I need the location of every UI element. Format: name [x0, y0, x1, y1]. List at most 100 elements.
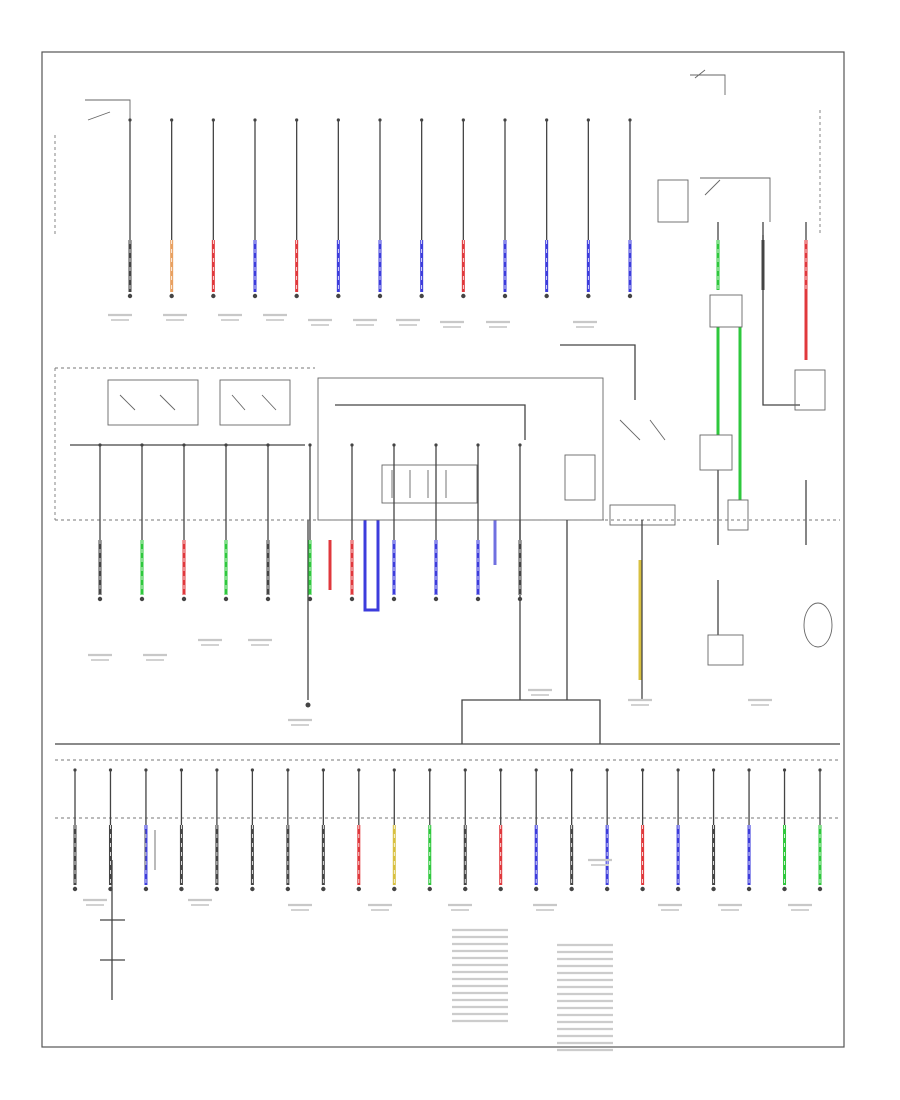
- bottom-circuit-terminal-17: [640, 886, 645, 892]
- top-circuit-node-2: [170, 118, 174, 122]
- top-circuit-group: [127, 118, 808, 708]
- bottom-circuit-terminal-9: [356, 886, 362, 892]
- bottom-circuit-terminal-6: [250, 886, 255, 892]
- lower-circuit-terminal-2: [139, 596, 145, 602]
- top-circuit-node-6: [336, 118, 340, 122]
- top-circuit-terminal-3: [211, 293, 216, 299]
- bottom-circuit-node-18: [676, 768, 680, 772]
- top-bus-line: [54, 110, 821, 235]
- center-right-module: [564, 454, 596, 501]
- bottom-circuit-node-20: [747, 768, 751, 772]
- lower-circuit-terminal-5: [265, 596, 271, 602]
- bottom-circuit-node-2: [108, 768, 113, 772]
- lower-circuit-node-7: [350, 443, 354, 447]
- bottom-circuit-terminal-21: [782, 886, 787, 892]
- bottom-circuit-node-22: [818, 768, 822, 772]
- right-relay-lower: [794, 369, 826, 411]
- bottom-circuit-node-5: [215, 768, 219, 772]
- lower-circuit-terminal-1: [97, 596, 103, 602]
- bottom-circuit-terminal-8: [321, 886, 326, 892]
- connector-right-oval: [803, 602, 833, 648]
- ignition-switch-top: [690, 69, 726, 95]
- relay-coil-right: [709, 294, 743, 328]
- bottom-circuit-terminal-4: [179, 886, 184, 892]
- relay-box-right-top: [657, 179, 689, 223]
- bottom-circuit-terminal-1: [72, 886, 78, 892]
- top-circuit-terminal-7: [377, 293, 383, 299]
- center-right-feed: [560, 344, 636, 400]
- bottom-circuit-node-12: [463, 768, 467, 772]
- lower-circuit-node-4: [224, 443, 228, 447]
- bottom-circuit-node-7: [286, 768, 290, 772]
- bottom-circuit-terminal-15: [569, 886, 574, 892]
- top-circuit-terminal-13: [627, 293, 633, 299]
- bottom-circuit-group: [72, 768, 823, 892]
- top-circuit-node-9: [461, 118, 465, 122]
- lower-circuit-terminal-9: [433, 596, 439, 602]
- lower-circuit-node-9: [434, 443, 438, 447]
- top-circuit-terminal-2: [169, 293, 174, 299]
- relay-pair-contacts: [619, 419, 666, 441]
- right-feed-wire: [762, 235, 800, 406]
- bottom-circuit-node-17: [641, 768, 645, 772]
- center-module-pins: [391, 470, 447, 498]
- top-circuit-node-13: [628, 118, 632, 122]
- bottom-circuit-terminal-13: [498, 886, 503, 892]
- top-circuit-terminal-4: [252, 293, 258, 299]
- lower-circuit-terminal-3: [181, 596, 187, 602]
- lower-circuit-node-3: [182, 443, 186, 447]
- bottom-circuit-node-16: [605, 768, 609, 772]
- lower-circuit-node-6: [308, 443, 312, 447]
- bottom-circuit-terminal-12: [463, 886, 468, 892]
- top-circuit-node-12: [586, 118, 590, 122]
- lower-circuit-node-1: [98, 443, 102, 447]
- bottom-circuit-node-15: [570, 768, 574, 772]
- lower-circuit-node-10: [476, 443, 480, 447]
- bottom-left-fuse: [144, 830, 156, 870]
- bottom-circuit-terminal-20: [746, 886, 752, 892]
- top-circuit-node-3: [211, 118, 215, 122]
- center-feed-to-bus: [461, 520, 601, 744]
- bottom-circuit-terminal-10: [392, 886, 397, 892]
- center-blue-loop: [363, 520, 380, 612]
- module-right-middle: [699, 434, 733, 471]
- module-right-lower: [727, 499, 749, 531]
- bottom-circuit-node-8: [321, 768, 325, 772]
- top-circuit-node-8: [420, 118, 424, 122]
- bottom-circuit-node-9: [357, 768, 361, 772]
- junction-block-center: [317, 377, 604, 521]
- top-circuit-node-11: [545, 118, 549, 122]
- top-left-fusible-link: [85, 99, 131, 121]
- text-labels: [83, 313, 812, 1052]
- top-circuit-terminal-11: [544, 293, 549, 299]
- top-circuit-node-10: [503, 118, 507, 122]
- bottom-circuit-terminal-5: [214, 886, 220, 892]
- center-module: [381, 464, 478, 504]
- module-right-bottom: [707, 634, 744, 666]
- bottom-circuit-terminal-16: [604, 886, 610, 892]
- diagram-border: [41, 51, 845, 1048]
- top-circuit-terminal-8: [419, 293, 424, 299]
- lower-circuit-node-5: [266, 443, 270, 447]
- bottom-circuit-node-10: [392, 768, 396, 772]
- top-circuit-node-7: [378, 118, 382, 122]
- top-circuit-node-5: [295, 118, 299, 122]
- lower-circuit-terminal-10: [475, 596, 481, 602]
- lower-circuit-terminal-8: [391, 596, 397, 602]
- relay-left-1: [107, 379, 199, 426]
- lower-circuit-terminal-4: [223, 596, 229, 602]
- center-left-ground: [305, 702, 311, 708]
- top-circuit-terminal-6: [336, 293, 341, 299]
- lower-circuit-terminal-7: [349, 596, 355, 602]
- top-circuit-node-4: [253, 118, 257, 122]
- top-circuit-terminal-10: [502, 293, 508, 299]
- bottom-circuit-terminal-18: [675, 886, 681, 892]
- bottom-circuit-node-21: [782, 768, 787, 772]
- relay-left-2: [219, 379, 291, 426]
- lower-circuit-terminal-11: [517, 596, 523, 602]
- bottom-circuit-terminal-22: [817, 886, 823, 892]
- top-circuit-terminal-12: [586, 293, 591, 299]
- top-circuit-terminal-5: [294, 293, 299, 299]
- lower-circuit-group: [97, 443, 523, 602]
